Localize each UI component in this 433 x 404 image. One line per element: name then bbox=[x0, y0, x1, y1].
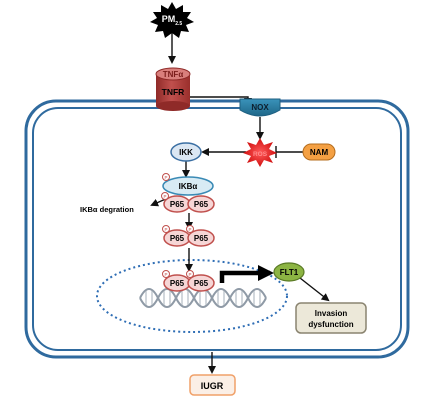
svg-text:PM2.5: PM2.5 bbox=[162, 14, 183, 27]
ros-label: ROS bbox=[253, 151, 268, 158]
nam-node: NAM bbox=[302, 143, 336, 161]
iugr-label: IUGR bbox=[201, 381, 224, 391]
pm25-burst: PM2.5 bbox=[150, 2, 194, 38]
phospho-mark: P bbox=[163, 194, 166, 199]
tnfa-label: TNFα bbox=[163, 70, 184, 79]
ikba-degradation-label: IKBα degration bbox=[80, 205, 134, 214]
nucleus bbox=[96, 259, 288, 333]
flt1-label: FLT1 bbox=[280, 268, 299, 277]
pm-subscript: 2.5 bbox=[175, 21, 182, 27]
nox-node: NOX bbox=[239, 98, 281, 117]
p65-label: P65 bbox=[194, 234, 209, 243]
nox-label: NOX bbox=[251, 103, 269, 112]
invasion-label-line2: dysfunction bbox=[308, 320, 353, 329]
iugr-box: IUGR bbox=[189, 374, 236, 396]
p65-pair-free: P65 P65 P P bbox=[162, 225, 215, 247]
phospho-mark: P bbox=[188, 272, 191, 277]
cell-membrane bbox=[24, 99, 410, 359]
invasion-label-line1: Invasion bbox=[315, 309, 348, 318]
p65-label: P65 bbox=[170, 279, 185, 288]
ikba-label: IKBα bbox=[179, 182, 198, 191]
p65-label: P65 bbox=[170, 200, 185, 209]
flt1-node: FLT1 bbox=[273, 262, 305, 282]
invasion-dysfunction-box: Invasion dysfunction bbox=[295, 302, 367, 334]
phospho-mark: P bbox=[164, 272, 167, 277]
phospho-mark: P bbox=[164, 227, 167, 232]
p65-pair-nuclear: P65 P65 P P bbox=[162, 270, 215, 292]
p65-label: P65 bbox=[194, 200, 209, 209]
ros-star: ROS bbox=[243, 138, 277, 167]
p65-label: P65 bbox=[194, 279, 209, 288]
dna-helix-icon bbox=[139, 288, 267, 308]
arrow-transcription-to-flt1 bbox=[219, 265, 274, 283]
arrow-flt1-to-invasion bbox=[299, 277, 330, 302]
p65-label: P65 bbox=[170, 234, 185, 243]
p65-pair-bound: P65 P65 P P bbox=[161, 173, 215, 213]
tnfr-label: TNFR bbox=[162, 87, 185, 97]
phospho-mark: P bbox=[188, 227, 191, 232]
ikk-label: IKK bbox=[179, 148, 193, 157]
phospho-mark: P bbox=[164, 175, 167, 180]
ikk-node: IKK bbox=[170, 142, 202, 162]
tnfr-receptor: TNFα TNFR bbox=[155, 67, 191, 111]
pm-label: PM bbox=[162, 14, 176, 24]
ikba-node: IKBα bbox=[162, 176, 214, 196]
nam-label: NAM bbox=[310, 148, 329, 157]
